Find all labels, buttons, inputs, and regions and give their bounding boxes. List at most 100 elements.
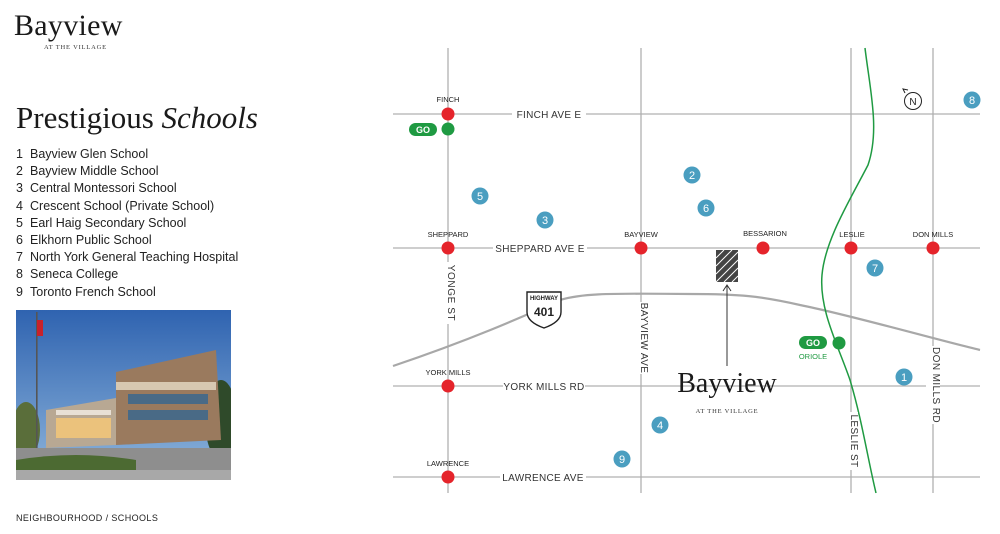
school-marker-4-icon bbox=[651, 416, 669, 434]
list-item-label: Elkhorn Public School bbox=[30, 233, 152, 248]
school-marker-2-icon bbox=[683, 166, 701, 184]
yonge-street-label: YONGE ST bbox=[445, 265, 456, 321]
school-marker-6-icon bbox=[697, 199, 715, 217]
page-title: Prestigious Schools bbox=[16, 100, 258, 136]
highway-shield-number: 401 bbox=[534, 305, 554, 319]
go-logo-text: GO bbox=[806, 338, 820, 348]
list-item-number: 7 bbox=[16, 250, 23, 265]
list-item-number: 5 bbox=[16, 215, 23, 230]
highway-shield-outline bbox=[526, 291, 562, 329]
school-photo bbox=[16, 310, 231, 480]
station-bayview-icon bbox=[634, 241, 648, 255]
school-marker-5-label: 5 bbox=[477, 191, 483, 203]
school-marker-9-icon bbox=[613, 450, 631, 468]
title-italic: Schools bbox=[161, 100, 258, 135]
list-item: 3 Central Montessori School bbox=[16, 180, 238, 197]
school-marker-8-label: 8 bbox=[969, 95, 975, 107]
station-leslie-label: LESLIE bbox=[839, 230, 864, 239]
title-regular: Prestigious bbox=[16, 100, 154, 135]
list-item-label: Bayview Glen School bbox=[30, 147, 149, 161]
footer-caption: NEIGHBOURHOOD / SCHOOLS bbox=[16, 513, 159, 523]
highway-401-road bbox=[392, 292, 981, 368]
don-mills-street-label: DON MILLS RD bbox=[930, 347, 941, 423]
list-item: 5 Earl Haig Secondary School bbox=[16, 215, 238, 232]
list-item: 8 Seneca College bbox=[16, 266, 238, 283]
north-label: N bbox=[909, 97, 916, 108]
list-item-label: Seneca College bbox=[30, 267, 119, 282]
go-station-oriole-icon bbox=[832, 336, 846, 350]
site-tagline: AT THE VILLAGE bbox=[696, 408, 759, 415]
school-marker-8-icon bbox=[963, 91, 981, 109]
station-york-mills-label: YORK MILLS bbox=[425, 368, 470, 377]
highway-401-shield: HIGHWAY 401 bbox=[526, 291, 562, 329]
station-bessarion-label: BESSARION bbox=[743, 229, 787, 238]
go-oriole: GO ORIOLE bbox=[799, 336, 846, 361]
road-network bbox=[393, 48, 980, 493]
school-marker-4-label: 4 bbox=[657, 420, 663, 432]
leslie-street-label-bg bbox=[844, 412, 858, 470]
list-item-label: Bayview Middle School bbox=[30, 164, 159, 179]
leslie-street-label: LESLIE ST bbox=[848, 414, 859, 467]
list-item-number: 9 bbox=[16, 284, 23, 299]
school-marker-1-icon bbox=[895, 368, 913, 386]
station-lawrence-icon bbox=[441, 470, 455, 484]
york-mills-street-label-bg bbox=[503, 379, 585, 393]
lawrence-street-label: LAWRENCE AVE bbox=[502, 473, 583, 484]
york-mills-street-label: YORK MILLS RD bbox=[503, 382, 584, 393]
list-item-label: Earl Haig Secondary School bbox=[30, 215, 187, 230]
bayview-street-label-bg bbox=[634, 302, 648, 374]
highway-shield-label: HIGHWAY bbox=[530, 296, 558, 302]
list-item-number: 6 bbox=[16, 233, 23, 248]
school-marker-5-icon bbox=[471, 187, 489, 205]
school-marker-7-label: 7 bbox=[872, 263, 878, 275]
go-logo-icon bbox=[409, 123, 437, 136]
lawrence-street-label-bg bbox=[500, 470, 586, 484]
site-location: Bayview AT THE VILLAGE bbox=[677, 249, 778, 415]
sheppard-street-label-bg bbox=[493, 241, 587, 255]
list-item: 7 North York General Teaching Hospital bbox=[16, 249, 238, 266]
brand-tagline: AT THE VILLAGE bbox=[44, 44, 107, 51]
brand-logo: Bayview AT THE VILLAGE bbox=[14, 9, 123, 52]
yonge-street-label-bg bbox=[441, 262, 455, 324]
list-item-number: 1 bbox=[16, 147, 23, 161]
finch-street-label-bg bbox=[512, 107, 586, 121]
station-lawrence-label: LAWRENCE bbox=[427, 459, 469, 468]
go-finch: GO bbox=[409, 122, 455, 136]
station-leslie-icon bbox=[844, 241, 858, 255]
list-item-number: 4 bbox=[16, 198, 23, 213]
site-hatch-icon bbox=[715, 249, 739, 283]
list-item-number: 3 bbox=[16, 181, 23, 196]
station-finch-label: FINCH bbox=[437, 95, 460, 104]
school-marker-2-label: 2 bbox=[689, 170, 695, 182]
station-bayview-label: BAYVIEW bbox=[624, 230, 659, 239]
don-mills-street-label-bg bbox=[926, 346, 940, 424]
station-don-mills-label: DON MILLS bbox=[913, 230, 953, 239]
station-oriole-label: ORIOLE bbox=[799, 352, 827, 361]
bayview-street-label: BAYVIEW AVE bbox=[638, 303, 649, 374]
list-item: 1 Bayview Glen School bbox=[16, 146, 238, 163]
station-sheppard-icon bbox=[441, 241, 455, 255]
school-marker-7-icon bbox=[866, 259, 884, 277]
school-marker-1-label: 1 bbox=[901, 372, 907, 384]
list-item-label: Central Montessori School bbox=[30, 181, 177, 196]
station-bessarion-icon bbox=[756, 241, 770, 255]
site-name: Bayview bbox=[677, 368, 777, 399]
list-item: 9 Toronto French School bbox=[16, 284, 238, 301]
school-marker-3-label: 3 bbox=[542, 215, 548, 227]
school-marker-3-icon bbox=[536, 211, 554, 229]
list-item-label: Toronto French School bbox=[30, 284, 156, 299]
go-logo-text: GO bbox=[416, 125, 430, 135]
list-item-label: North York General Teaching Hospital bbox=[30, 250, 239, 265]
sheppard-street-label: SHEPPARD AVE E bbox=[495, 244, 584, 255]
school-marker-9-label: 9 bbox=[619, 454, 625, 466]
north-arrow-icon: N bbox=[902, 88, 922, 110]
station-sheppard-label: SHEPPARD bbox=[428, 230, 469, 239]
finch-street-label: FINCH AVE E bbox=[517, 110, 582, 121]
brand-name: Bayview bbox=[14, 9, 123, 42]
list-item-number: 8 bbox=[16, 267, 23, 282]
station-finch-icon bbox=[441, 107, 455, 121]
